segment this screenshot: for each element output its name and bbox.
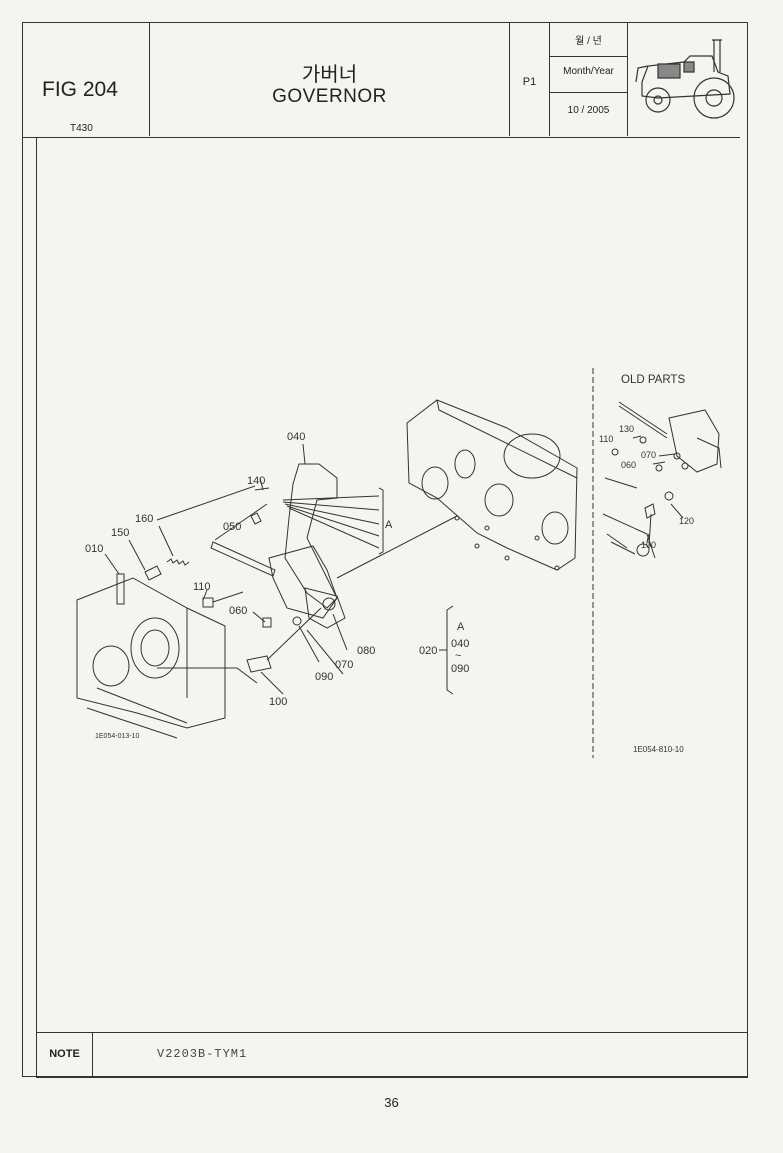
assembly-to-label: 090 — [451, 663, 469, 675]
old-part-070-label: 070 — [641, 450, 656, 460]
old-part-060-label: 060 — [621, 460, 636, 470]
old-parts-title: OLD PARTS — [621, 374, 685, 386]
model-code: T430 — [70, 123, 93, 134]
part-100-label: 100 — [269, 696, 287, 708]
figure-cell: FIG 204 T430 — [22, 22, 150, 136]
date-value: 10 / 2005 — [567, 105, 610, 116]
old-parts-drawing — [602, 401, 722, 559]
part-080-label: 080 — [357, 645, 375, 657]
main-diagram-code: 1E054-013-10 — [95, 733, 139, 740]
part-140-label: 140 — [247, 475, 265, 487]
part-010-label: 010 — [85, 543, 103, 555]
date-korean-label: 월 / 년 — [575, 36, 602, 47]
part-110-label: 110 — [193, 581, 211, 593]
old-part-120-label: 120 — [679, 516, 694, 526]
part-070-label: 070 — [335, 659, 353, 671]
page-code: P1 — [522, 76, 537, 88]
old-parts-code: 1E054-810-10 — [633, 745, 684, 754]
tractor-picture-cell — [628, 22, 740, 136]
assembly-from-label: 040 — [451, 638, 469, 650]
part-040-label: 040 — [287, 431, 305, 443]
tractor-icon — [635, 39, 735, 119]
governor-exploded-diagram: 040 140 160 050 150 010 110 060 080 090 … — [76, 368, 722, 758]
old-part-130-label: 130 — [619, 424, 634, 434]
page-number: 36 — [384, 1095, 399, 1110]
part-160-label: 160 — [135, 513, 153, 525]
part-060-label: 060 — [229, 605, 247, 617]
header-block: FIG 204 T430 가버너 GOVERNOR P1 월 / 년 Month… — [22, 22, 740, 138]
date-divider — [550, 92, 627, 93]
assembly-part-label: 020 — [419, 645, 437, 657]
title-cell: 가버너 GOVERNOR — [150, 22, 510, 136]
note-label: NOTE — [37, 1033, 93, 1076]
engine-block-drawing — [406, 399, 578, 571]
part-090-label: 090 — [315, 671, 333, 683]
part-050-label: 050 — [223, 521, 241, 533]
assembly-range-mark: ~ — [455, 650, 461, 662]
note-value: V2203B-TYM1 — [157, 1047, 248, 1061]
date-divider — [550, 56, 627, 57]
group-a-label: A — [385, 519, 393, 531]
old-part-100-label: 100 — [641, 540, 656, 550]
diagram-area: 040 140 160 050 150 010 110 060 080 090 … — [36, 138, 748, 1032]
old-part-110-label: 110 — [599, 434, 613, 444]
gear-case-drawing — [76, 577, 226, 729]
figure-number: FIG 204 — [42, 78, 118, 101]
page-code-cell: P1 — [510, 22, 550, 136]
note-bar: NOTE V2203B-TYM1 — [36, 1032, 748, 1078]
assembly-ref-label: A — [457, 621, 465, 633]
date-label: Month/Year — [563, 66, 614, 77]
title-korean: 가버너 — [301, 62, 358, 86]
title-english: GOVERNOR — [272, 86, 387, 107]
date-cell: 월 / 년 Month/Year 10 / 2005 — [550, 22, 628, 136]
part-150-label: 150 — [111, 527, 129, 539]
